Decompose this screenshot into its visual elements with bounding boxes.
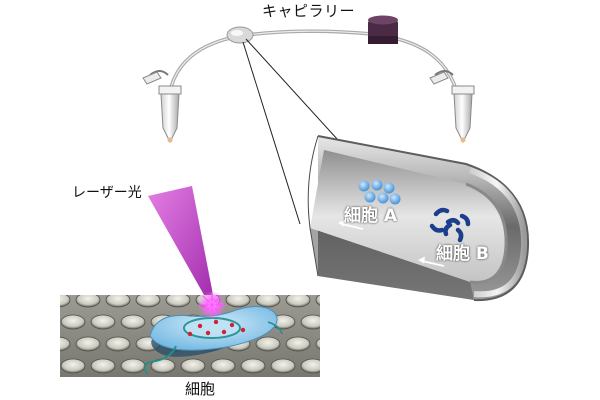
cell-nucleus <box>183 317 241 339</box>
microwell <box>105 295 131 308</box>
capillary-cross-section <box>307 135 530 302</box>
microwell <box>90 314 116 330</box>
capillary-block-icon <box>368 15 398 44</box>
microwell <box>255 295 281 308</box>
right-vial-icon <box>429 70 475 144</box>
cell-a-label: 細胞 A <box>344 206 398 226</box>
arrow-a-icon <box>338 219 364 230</box>
microwell <box>315 338 320 350</box>
microwell <box>105 336 131 352</box>
microwell <box>120 314 146 330</box>
zoom-line-lower <box>242 41 301 225</box>
cell-label: 細胞 <box>185 380 216 398</box>
laser-label: レーザー光 <box>72 185 142 201</box>
microwell <box>60 295 71 308</box>
microwell <box>226 381 250 395</box>
microwell <box>315 295 320 306</box>
cell-a-group <box>358 179 401 205</box>
microwell <box>60 314 86 330</box>
zoom-line-upper <box>245 38 339 141</box>
microwell <box>106 381 130 395</box>
left-vial-icon <box>142 70 182 144</box>
microwell <box>286 381 310 395</box>
microwell <box>136 381 160 395</box>
target-cell <box>143 306 283 375</box>
microwell <box>120 358 146 374</box>
microwell <box>60 358 86 374</box>
microwell <box>256 381 280 395</box>
capillary-label: キャピラリー <box>262 2 356 20</box>
microwell <box>270 358 296 374</box>
microwell <box>75 336 101 352</box>
cell-b-group <box>429 207 471 243</box>
microwell <box>300 358 320 374</box>
microwell <box>240 358 266 374</box>
microwell <box>46 381 70 395</box>
cell-markers <box>187 319 246 337</box>
microwell <box>285 295 311 308</box>
microwell <box>300 314 320 330</box>
microwell <box>60 336 71 352</box>
microwell <box>255 336 281 352</box>
microwell <box>180 358 206 374</box>
laser-beam <box>148 186 214 302</box>
arrow-b-icon <box>418 256 445 267</box>
capillary-tube <box>166 29 462 111</box>
microwell <box>75 295 101 308</box>
cell-b-label: 細胞 B <box>436 244 489 264</box>
microwell <box>135 295 161 308</box>
microwell <box>165 295 191 308</box>
microwell <box>225 295 251 308</box>
microwell <box>210 358 236 374</box>
microwell <box>76 381 100 395</box>
microwell <box>316 381 340 395</box>
microwell <box>285 336 311 352</box>
microwell <box>90 358 116 374</box>
